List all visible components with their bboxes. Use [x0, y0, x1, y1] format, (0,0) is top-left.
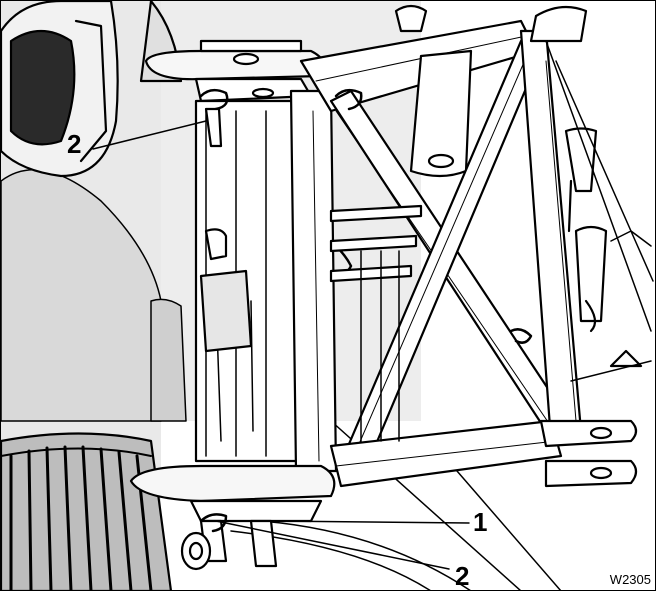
leader-line-1	[270, 520, 470, 524]
leader-line-2-top	[92, 120, 207, 150]
bottom-bracket	[129, 464, 336, 571]
diagonal-truss	[329, 5, 654, 458]
callout-2-top: 2	[67, 129, 82, 159]
figure-reference-code: W2305	[609, 572, 651, 587]
left-column	[194, 99, 303, 463]
upper-wheel	[1, 1, 183, 178]
top-bracket	[144, 39, 326, 103]
ladder-rungs	[329, 204, 423, 442]
leader-lines	[92, 120, 470, 570]
side-block	[199, 228, 253, 353]
hanging-cylinders	[394, 4, 608, 333]
callout-1: 1	[473, 507, 488, 537]
lower-wheel	[1, 432, 172, 590]
right-mounts	[539, 349, 652, 488]
vertical-tube	[289, 89, 338, 473]
bottom-chord	[329, 419, 563, 488]
pins-and-clips	[199, 88, 652, 533]
callout-2-bottom: 2	[455, 561, 470, 591]
leader-line-2-bottom	[215, 520, 450, 570]
